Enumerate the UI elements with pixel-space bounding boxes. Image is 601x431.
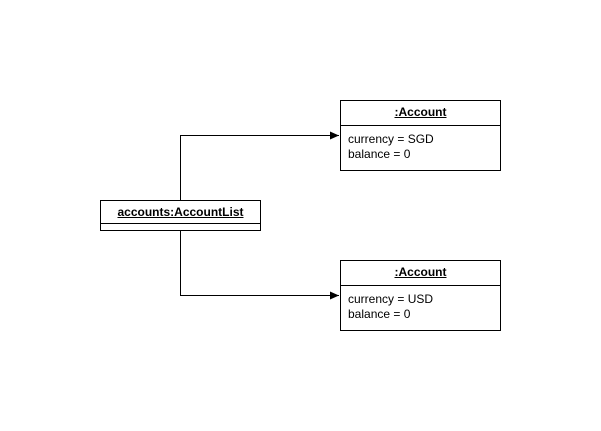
object-title: :Account [341, 101, 500, 126]
attribute-currency: currency = SGD [348, 132, 434, 146]
object-attributes: currency = USD balance = 0 [341, 286, 500, 322]
attribute-balance: balance = 0 [348, 147, 411, 161]
attribute-balance: balance = 0 [348, 307, 411, 321]
object-accounts-accountlist[interactable]: accounts:AccountList [100, 200, 261, 231]
attribute-currency: currency = USD [348, 292, 434, 306]
object-title: accounts:AccountList [101, 201, 260, 224]
object-attributes: currency = SGD balance = 0 [341, 126, 500, 162]
object-account-sgd[interactable]: :Account currency = SGD balance = 0 [340, 100, 501, 171]
link-accountlist-to-account-usd[interactable] [180, 231, 340, 300]
link-accountlist-to-account-sgd[interactable] [180, 131, 340, 201]
object-title: :Account [341, 261, 500, 286]
object-account-usd[interactable]: :Account currency = USD balance = 0 [340, 260, 501, 331]
